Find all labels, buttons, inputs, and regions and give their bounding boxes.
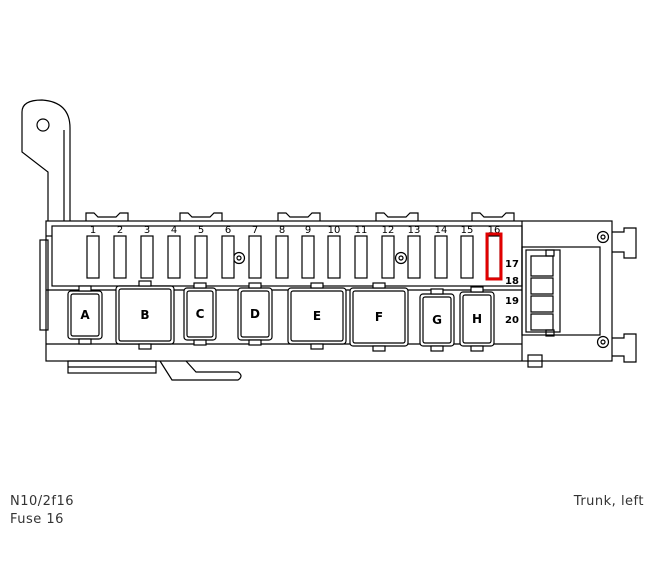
fuse-number-12: 12 <box>382 225 395 236</box>
fuse-slot-2 <box>113 235 127 279</box>
fuse-number-15: 15 <box>461 225 474 236</box>
fuse-slot-14 <box>434 235 448 279</box>
relay-c <box>183 282 217 346</box>
fuse-slot-3 <box>140 235 154 279</box>
fuse-slot-10 <box>327 235 341 279</box>
relay-g <box>419 288 455 352</box>
fuse-number-8: 8 <box>279 225 285 236</box>
fuse-slot-5 <box>194 235 208 279</box>
connector-number-18: 18 <box>505 276 519 287</box>
fuse-number-3: 3 <box>144 225 150 236</box>
relay-b <box>115 280 175 350</box>
fuse-number-5: 5 <box>198 225 204 236</box>
fuse-slot-1 <box>86 235 100 279</box>
relay-label-g: G <box>432 313 442 327</box>
fuse-number-11: 11 <box>355 225 368 236</box>
fuse-slot-8 <box>275 235 289 279</box>
fuse-slot-9 <box>301 235 315 279</box>
fuse-slot-11 <box>354 235 368 279</box>
fuse-number-16: 16 <box>488 225 501 236</box>
relay-label-b: B <box>140 308 149 322</box>
fuse-number-6: 6 <box>225 225 231 236</box>
relay-label-c: C <box>196 307 205 321</box>
relay-label-e: E <box>313 309 321 323</box>
highlighted-fuse-16 <box>485 232 503 281</box>
fuse-number-4: 4 <box>171 225 177 236</box>
relay-label-d: D <box>250 307 260 321</box>
relay-h <box>459 286 495 352</box>
relay-e <box>287 282 347 350</box>
relay-f <box>349 282 409 352</box>
relay-label-a: A <box>80 308 90 322</box>
fuse-slot-16 <box>487 235 501 279</box>
connector-number-20: 20 <box>505 315 519 326</box>
relay-label-f: F <box>375 310 383 324</box>
connector-number-17: 17 <box>505 259 519 270</box>
fuse-number-13: 13 <box>408 225 421 236</box>
fuse-slot-15 <box>460 235 474 279</box>
fuse-number-2: 2 <box>117 225 123 236</box>
fuse-slot-12 <box>381 235 395 279</box>
relay-d <box>237 282 273 346</box>
fuse-slot-6 <box>221 235 235 279</box>
fuse-slot-13 <box>407 235 421 279</box>
fuse-number-10: 10 <box>328 225 341 236</box>
fuse-number-1: 1 <box>90 225 96 236</box>
fuse-label: Fuse 16 <box>10 512 64 527</box>
relay-a <box>67 285 103 345</box>
fuse-slot-7 <box>248 235 262 279</box>
component-code: N10/2f16 <box>10 494 75 509</box>
mounting-bracket <box>21 99 71 223</box>
connector-number-19: 19 <box>505 296 519 307</box>
relay-label-h: H <box>472 312 482 326</box>
connector-block <box>521 246 601 336</box>
fuse-number-7: 7 <box>252 225 258 236</box>
fuse-number-14: 14 <box>435 225 448 236</box>
fuse-number-9: 9 <box>305 225 311 236</box>
fuse-slot-4 <box>167 235 181 279</box>
bracket-hole <box>36 118 50 132</box>
location-label: Trunk, left <box>573 494 644 509</box>
